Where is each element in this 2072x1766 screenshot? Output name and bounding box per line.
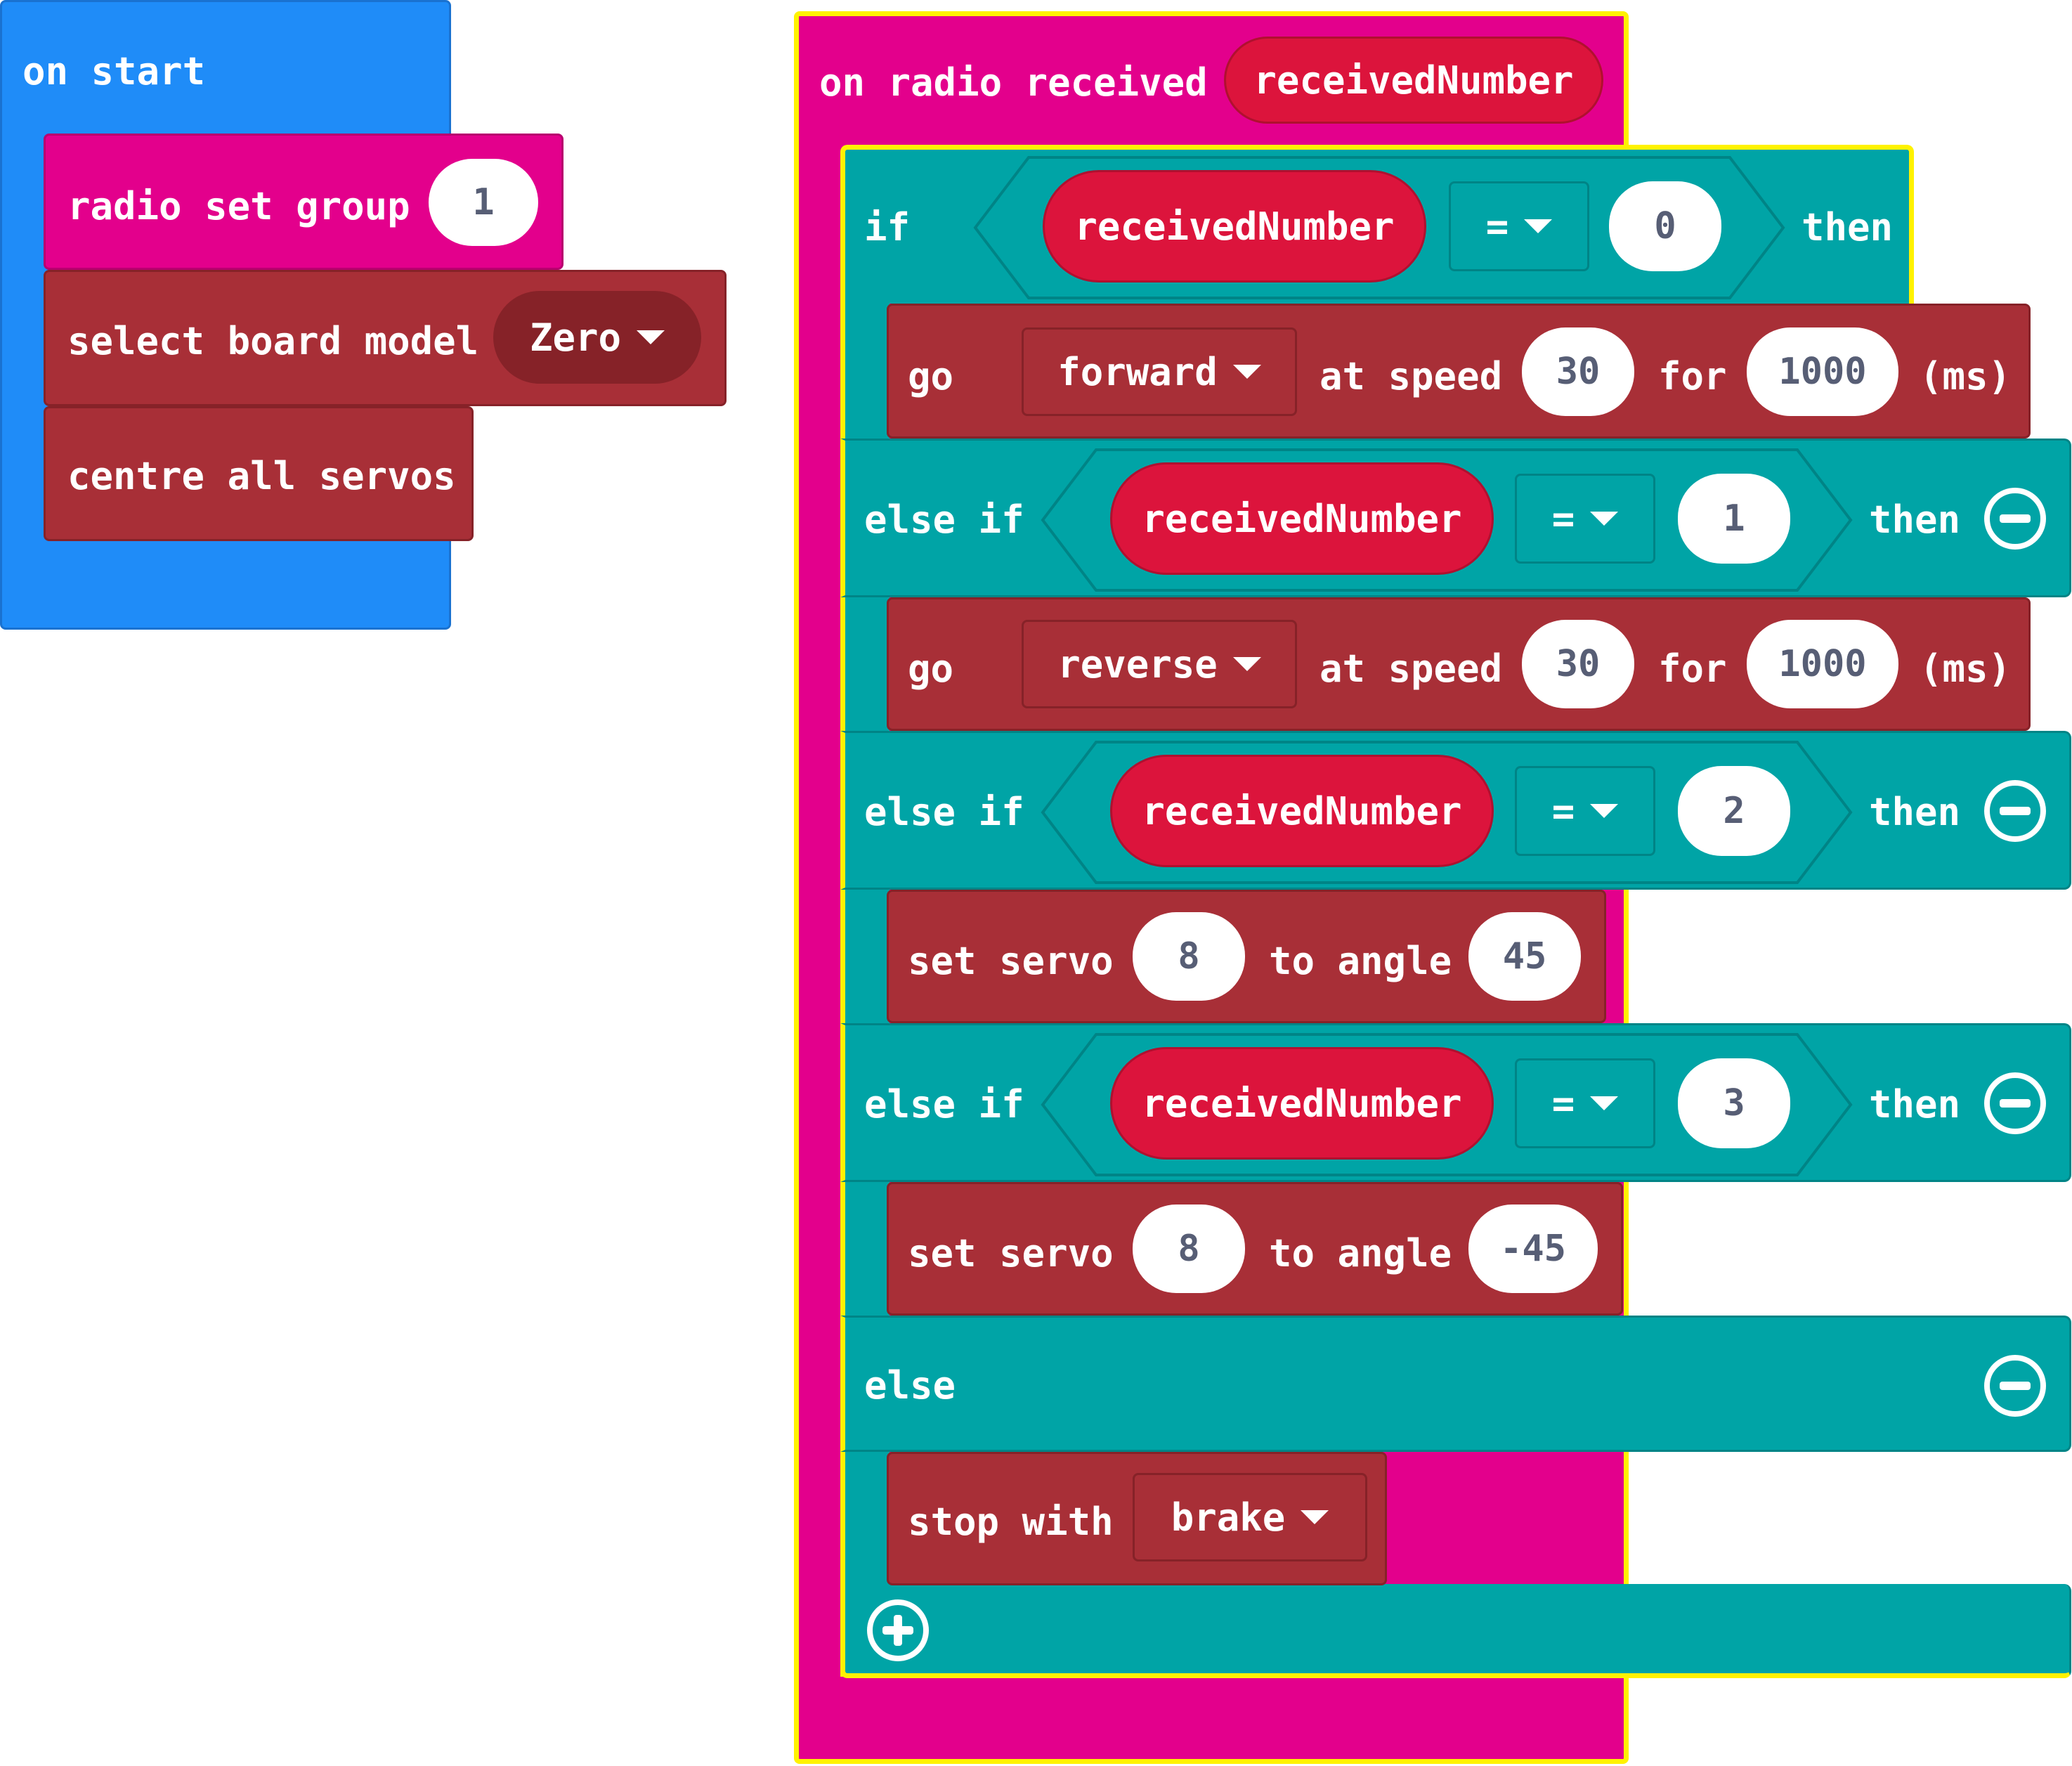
- at-speed-label-0: at speed: [1320, 354, 1503, 398]
- chevron-down-icon: [637, 330, 665, 344]
- remove-branch-icon-1[interactable]: [1981, 485, 2049, 552]
- direction-dropdown-0[interactable]: forward: [1022, 327, 1297, 416]
- duration-input-0[interactable]: 1000: [1747, 327, 1898, 416]
- else-if-label-3: else if: [864, 1082, 1024, 1127]
- stop-mode-value: brake: [1171, 1495, 1286, 1540]
- speed-input-1[interactable]: 30: [1522, 620, 1634, 708]
- if-footer-band: [840, 1584, 2071, 1678]
- else-if-label-1: else if: [864, 498, 1024, 542]
- go-label-1: go: [908, 647, 954, 691]
- chevron-down-icon: [1590, 1096, 1619, 1110]
- select-board-model-label: select board model: [67, 319, 479, 363]
- at-speed-label-1: at speed: [1320, 647, 1503, 691]
- unit-label-0: (ms): [1920, 354, 2012, 398]
- chevron-down-icon: [1524, 219, 1553, 233]
- compare-value-input-0[interactable]: 0: [1609, 181, 1721, 271]
- angle-input-2[interactable]: 45: [1468, 912, 1581, 1001]
- compare-value-input-2[interactable]: 2: [1678, 766, 1790, 856]
- duration-input-1[interactable]: 1000: [1747, 620, 1898, 708]
- angle-input-3[interactable]: -45: [1468, 1205, 1598, 1293]
- operator-value-0: =: [1485, 204, 1509, 249]
- direction-value-1: reverse: [1057, 642, 1218, 687]
- on-start-label: on start: [22, 49, 206, 93]
- operator-dropdown-2[interactable]: =: [1515, 766, 1655, 856]
- condition-variable-2[interactable]: receivedNumber: [1110, 755, 1494, 867]
- for-label-0: for: [1658, 354, 1727, 398]
- then-label-2: then: [1869, 790, 1961, 834]
- remove-branch-icon-3[interactable]: [1981, 1070, 2049, 1137]
- board-model-dropdown[interactable]: Zero: [493, 291, 701, 384]
- stop-with-label: stop with: [908, 1500, 1114, 1544]
- chevron-down-icon: [1232, 657, 1261, 671]
- set-servo-label-3: set servo: [908, 1231, 1114, 1275]
- operator-value-2: =: [1551, 788, 1575, 833]
- condition-variable-0[interactable]: receivedNumber: [1043, 170, 1426, 283]
- if-label: if: [864, 205, 911, 249]
- radio-set-group-label: radio set group: [67, 184, 410, 228]
- then-label-0: then: [1801, 205, 1894, 249]
- set-servo-label-2: set servo: [908, 939, 1114, 983]
- operator-dropdown-1[interactable]: =: [1515, 474, 1655, 564]
- condition-variable-1[interactable]: receivedNumber: [1110, 462, 1494, 575]
- for-label-1: for: [1658, 647, 1727, 691]
- operator-value-3: =: [1551, 1081, 1575, 1126]
- operator-dropdown-3[interactable]: =: [1515, 1058, 1655, 1148]
- unit-label-1: (ms): [1920, 647, 2012, 691]
- add-branch-icon[interactable]: [864, 1597, 932, 1664]
- compare-value-input-3[interactable]: 3: [1678, 1058, 1790, 1148]
- to-angle-label-3: to angle: [1269, 1231, 1452, 1275]
- servo-number-input-2[interactable]: 8: [1133, 912, 1245, 1001]
- received-number-param[interactable]: receivedNumber: [1224, 37, 1603, 124]
- chevron-down-icon: [1590, 804, 1619, 818]
- chevron-down-icon: [1232, 365, 1261, 379]
- condition-variable-3[interactable]: receivedNumber: [1110, 1047, 1494, 1160]
- then-label-1: then: [1869, 498, 1961, 542]
- go-label-0: go: [908, 354, 954, 398]
- direction-value-0: forward: [1057, 349, 1218, 394]
- board-model-value: Zero: [529, 315, 622, 360]
- centre-all-servos-block[interactable]: [44, 406, 474, 541]
- chevron-down-icon: [1301, 1510, 1329, 1524]
- remove-else-icon[interactable]: [1981, 1352, 2049, 1420]
- centre-all-servos-label: centre all servos: [67, 454, 456, 498]
- direction-dropdown-1[interactable]: reverse: [1022, 620, 1297, 708]
- else-label: else: [864, 1363, 956, 1408]
- compare-value-input-1[interactable]: 1: [1678, 474, 1790, 564]
- else-if-label-2: else if: [864, 790, 1024, 834]
- remove-branch-icon-2[interactable]: [1981, 777, 2049, 845]
- servo-number-input-3[interactable]: 8: [1133, 1205, 1245, 1293]
- chevron-down-icon: [1590, 512, 1619, 526]
- operator-dropdown-0[interactable]: =: [1449, 181, 1589, 271]
- speed-input-0[interactable]: 30: [1522, 327, 1634, 416]
- to-angle-label-2: to angle: [1269, 939, 1452, 983]
- then-label-3: then: [1869, 1082, 1961, 1127]
- stop-mode-dropdown[interactable]: brake: [1133, 1473, 1367, 1562]
- operator-value-1: =: [1551, 496, 1575, 541]
- on-radio-received-label: on radio received: [819, 60, 1208, 105]
- else-band: [840, 1316, 2071, 1452]
- radio-group-number-input[interactable]: 1: [429, 159, 538, 246]
